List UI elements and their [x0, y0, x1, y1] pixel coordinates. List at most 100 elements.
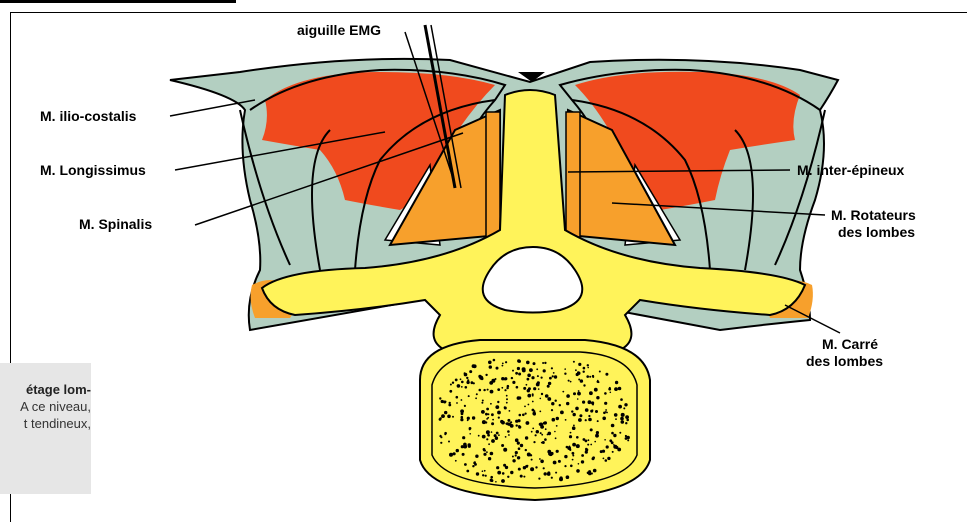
bone-speckle	[506, 395, 508, 397]
bone-speckle	[552, 418, 556, 422]
bone-speckle	[501, 444, 504, 447]
bone-speckle	[527, 394, 531, 398]
bone-speckle	[448, 441, 450, 443]
bone-speckle	[498, 434, 500, 436]
bone-speckle	[605, 373, 608, 376]
bone-speckle	[543, 422, 546, 425]
bone-speckle	[530, 467, 534, 471]
bone-speckle	[590, 444, 592, 446]
bone-speckle	[554, 375, 557, 378]
bone-speckle	[578, 390, 580, 392]
bone-speckle	[618, 405, 622, 409]
bone-speckle	[472, 416, 475, 419]
bone-speckle	[553, 461, 557, 465]
bone-speckle	[615, 381, 618, 384]
bone-speckle	[516, 386, 519, 389]
bone-speckle	[488, 361, 492, 365]
bone-speckle	[461, 445, 464, 448]
bone-speckle	[526, 361, 530, 365]
bone-speckle	[577, 392, 581, 396]
bone-speckle	[548, 382, 551, 385]
bone-speckle	[464, 372, 466, 374]
bone-speckle	[490, 403, 492, 405]
bone-speckle	[504, 379, 506, 381]
bone-speckle	[620, 417, 624, 421]
bone-speckle	[533, 362, 536, 365]
bone-speckle	[515, 372, 518, 375]
bone-speckle	[589, 376, 591, 378]
bone-speckle	[566, 475, 570, 479]
label-aiguille-emg: aiguille EMG	[297, 22, 381, 38]
bone-speckle	[491, 439, 495, 443]
bone-speckle	[468, 443, 471, 446]
bone-speckle	[512, 370, 514, 372]
bone-speckle	[512, 459, 515, 462]
bone-speckle	[455, 460, 457, 462]
label-carre-line1: M. Carré	[822, 336, 878, 352]
bone-speckle	[625, 435, 627, 437]
bone-speckle	[621, 420, 625, 424]
bone-speckle	[544, 472, 547, 475]
bone-speckle	[497, 471, 501, 475]
bone-speckle	[503, 448, 507, 452]
bone-speckle	[465, 386, 468, 389]
bone-speckle	[618, 387, 622, 391]
bone-speckle	[452, 416, 454, 418]
bone-speckle	[488, 457, 491, 460]
bone-speckle	[460, 378, 462, 380]
bone-speckle	[581, 454, 584, 457]
bone-speckle	[578, 418, 582, 422]
bone-speckle	[478, 435, 480, 437]
bone-speckle	[572, 459, 574, 461]
bone-speckle	[469, 433, 471, 435]
bone-speckle	[550, 452, 553, 455]
bone-speckle	[531, 431, 533, 433]
bone-speckle	[551, 402, 554, 405]
bone-speckle	[572, 426, 576, 430]
bone-speckle	[488, 435, 490, 437]
bone-speckle	[532, 401, 534, 403]
bone-speckle	[536, 368, 538, 370]
label-carre-line2: des lombes	[806, 353, 883, 369]
bone-speckle	[549, 377, 552, 380]
bone-speckle	[486, 451, 488, 453]
bone-speckle	[589, 391, 593, 395]
bone-speckle	[537, 375, 539, 377]
bone-speckle	[573, 413, 576, 416]
bone-speckle	[615, 418, 617, 420]
bone-speckle	[573, 425, 575, 427]
bone-speckle	[576, 373, 579, 376]
bone-speckle	[564, 455, 567, 458]
bone-speckle	[456, 402, 458, 404]
bone-speckle	[572, 452, 575, 455]
bone-speckle	[580, 379, 583, 382]
bone-speckle	[472, 465, 474, 467]
bone-speckle	[487, 389, 489, 391]
bone-speckle	[585, 448, 587, 450]
bone-speckle	[533, 413, 536, 416]
bone-speckle	[512, 381, 515, 384]
bone-speckle	[517, 456, 520, 459]
bone-speckle	[497, 388, 500, 391]
bone-speckle	[599, 371, 601, 373]
bone-speckle	[576, 469, 580, 473]
bone-speckle	[441, 414, 445, 418]
bone-speckle	[527, 465, 529, 467]
bone-speckle	[598, 381, 600, 383]
left-inter-epineux	[486, 112, 500, 237]
bone-speckle	[483, 453, 486, 456]
bone-speckle	[578, 463, 580, 465]
bone-speckle	[522, 414, 525, 417]
bone-speckle	[533, 387, 536, 390]
bone-speckle	[531, 459, 533, 461]
bone-speckle	[603, 458, 605, 460]
bone-speckle	[585, 419, 587, 421]
bone-speckle	[482, 474, 484, 476]
bone-speckle	[466, 470, 469, 473]
bone-speckle	[464, 463, 467, 466]
bone-speckle	[461, 399, 463, 401]
bone-speckle	[511, 377, 513, 379]
label-rotateurs-line2: des lombes	[838, 224, 915, 240]
bone-speckle	[544, 362, 546, 364]
bone-speckle	[613, 445, 617, 449]
